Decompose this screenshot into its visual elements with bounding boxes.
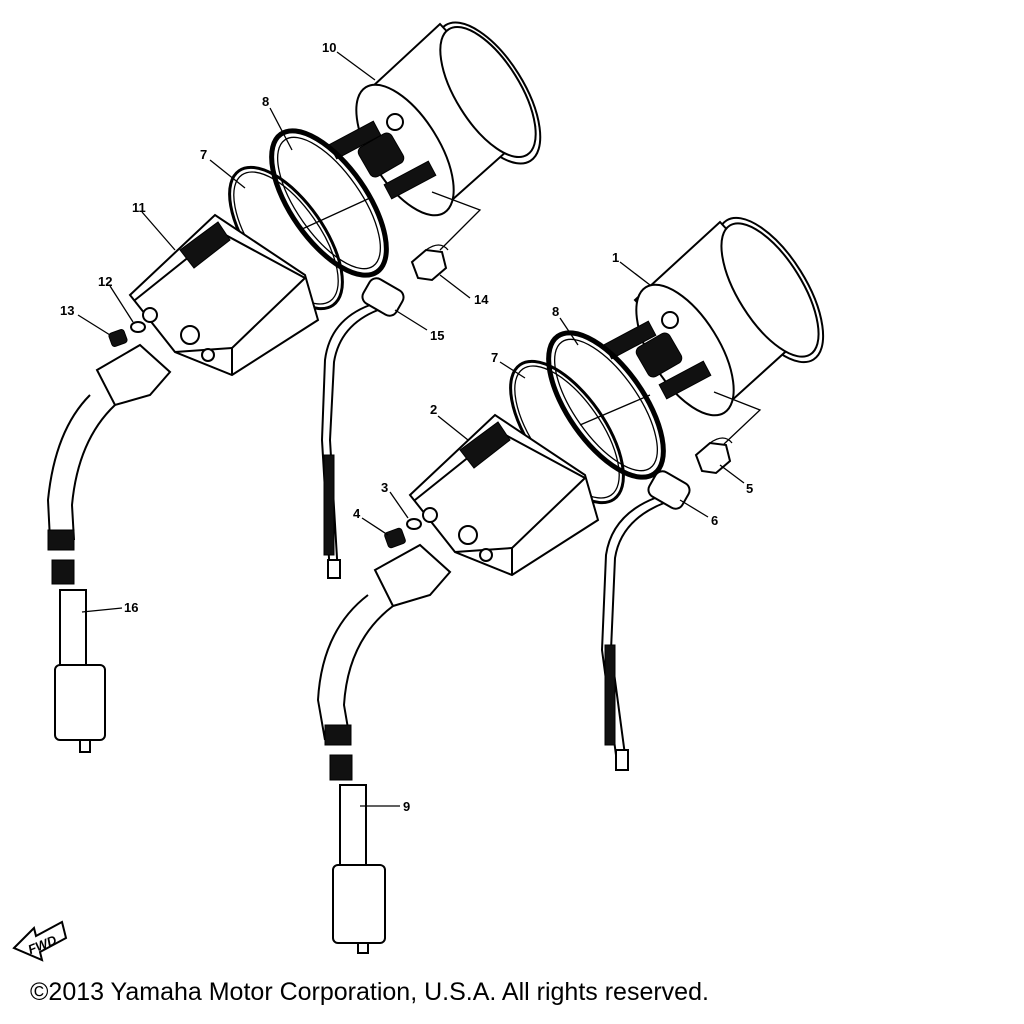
callout-15: 15 <box>430 328 444 343</box>
lower-assembly <box>316 216 825 954</box>
upper-assembly <box>46 21 542 753</box>
callout-10: 10 <box>322 40 336 55</box>
fwd-arrow: FWD <box>12 920 68 962</box>
callout-4: 4 <box>353 506 361 521</box>
callout-1: 1 <box>612 250 619 265</box>
callout-labels: 10 8 7 11 12 13 14 15 16 1 8 7 2 3 4 5 6… <box>60 40 753 814</box>
cable-9 <box>316 543 452 954</box>
callout-14: 14 <box>474 292 489 307</box>
callout-7-upper: 7 <box>200 147 207 162</box>
callout-12: 12 <box>98 274 112 289</box>
housing-2 <box>408 413 600 577</box>
socket-6 <box>600 470 691 771</box>
ring-8-upper <box>269 128 389 278</box>
gauge-1 <box>603 216 825 417</box>
callout-5: 5 <box>746 481 753 496</box>
copyright-notice: ©2013 Yamaha Motor Corporation, U.S.A. A… <box>30 978 709 1006</box>
callout-6: 6 <box>711 513 718 528</box>
ring-8-lower <box>546 330 666 480</box>
callout-2: 2 <box>430 402 437 417</box>
callout-leaders <box>77 51 745 807</box>
bulb-5 <box>694 437 733 475</box>
gauge-10 <box>328 21 542 217</box>
callout-3: 3 <box>381 480 388 495</box>
washer-3 <box>406 518 422 530</box>
socket-15 <box>320 277 405 579</box>
nut-4 <box>384 527 406 549</box>
nut-13 <box>108 329 128 347</box>
callout-8-upper: 8 <box>262 94 269 109</box>
bulb-14 <box>410 244 449 282</box>
housing-11 <box>128 213 320 377</box>
callout-8-lower: 8 <box>552 304 559 319</box>
callout-11: 11 <box>132 200 146 215</box>
callout-7-lower: 7 <box>491 350 498 365</box>
callout-16: 16 <box>124 600 138 615</box>
callout-13: 13 <box>60 303 74 318</box>
washer-12 <box>130 321 146 333</box>
cable-16 <box>46 343 172 753</box>
callout-9: 9 <box>403 799 410 814</box>
